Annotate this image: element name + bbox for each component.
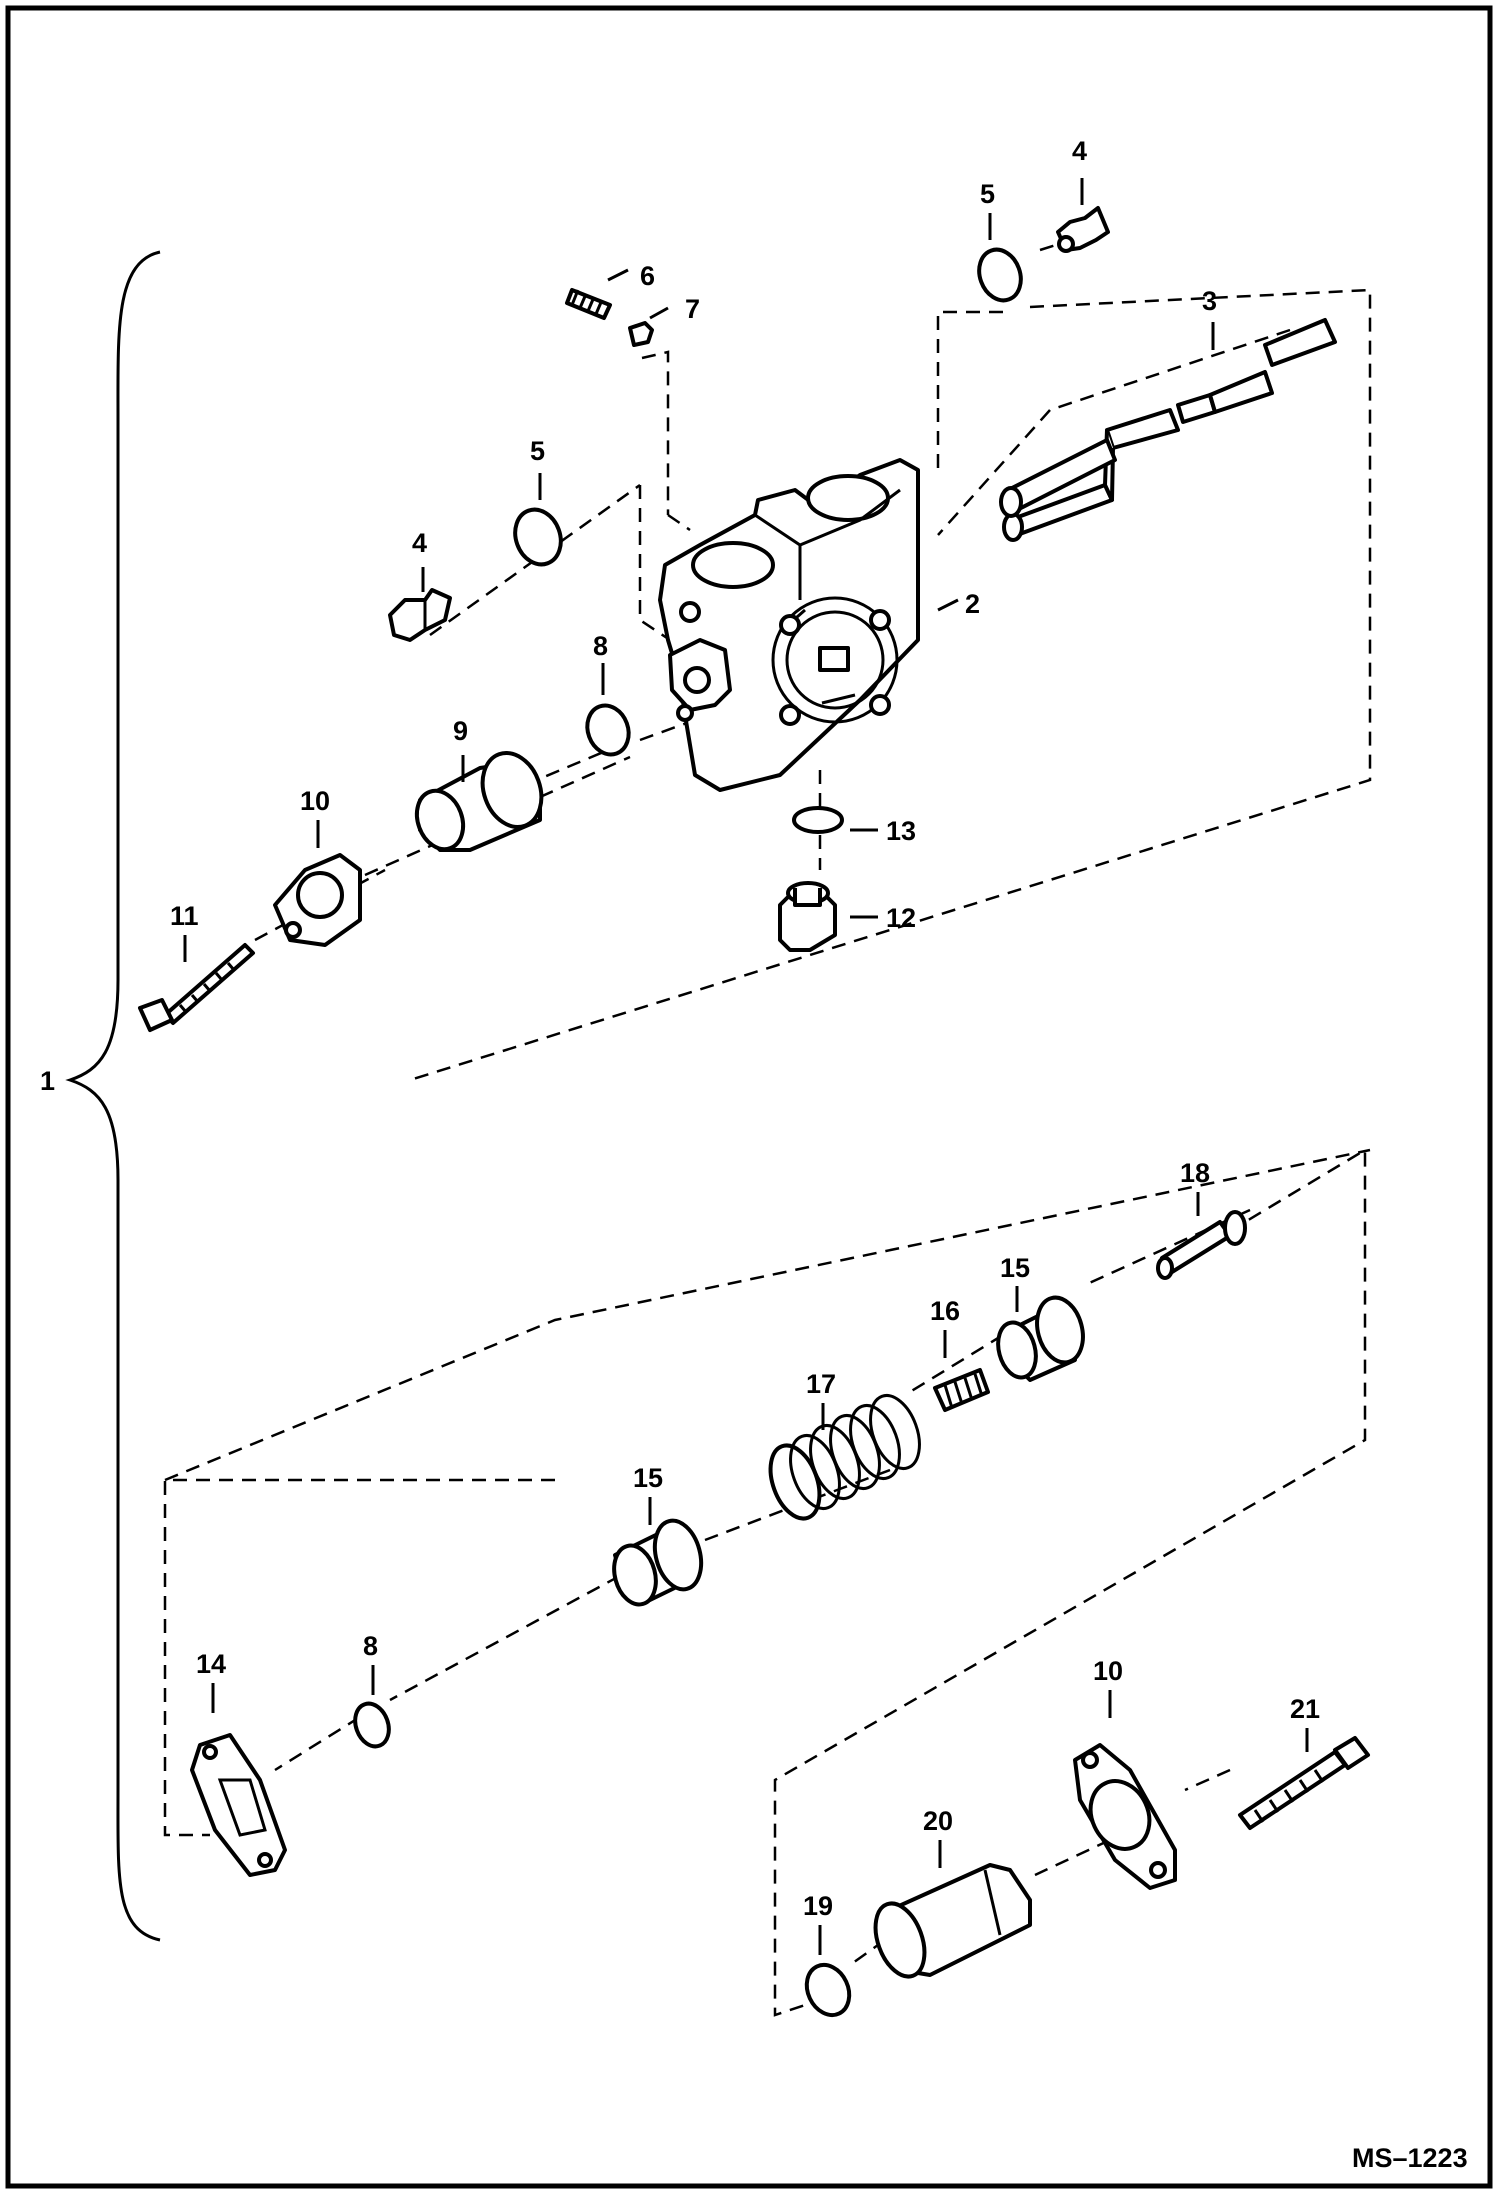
valve-body-part-2 [658,458,920,792]
pin-part-18 [1156,1210,1247,1280]
callout-numbers: 4 5 6 7 3 5 4 2 8 9 10 13 11 12 1 18 15 … [40,136,1320,1921]
spring-part-17 [768,1394,921,1521]
callout-14: 14 [196,1649,226,1679]
callout-6: 6 [640,261,655,291]
callout-17: 17 [806,1369,836,1399]
diagram-border [5,5,1493,2189]
bolt-part-11 [138,943,255,1032]
flange-part-10-upper [273,853,362,947]
callout-1: 1 [40,1066,55,1096]
bushing-part-15-upper [996,1295,1085,1382]
cap-part-9 [414,751,544,852]
callout-7: 7 [685,294,700,324]
callout-10-lower: 10 [1093,1656,1123,1686]
bolt-part-21 [1238,1736,1370,1830]
plug-part-12 [778,881,837,952]
o-ring-part-19 [804,1962,852,2018]
diagram-reference-code: MS–1223 [1352,2143,1468,2173]
callout-11: 11 [170,901,199,931]
callout-4-left: 4 [412,528,427,558]
spool-part-3 [999,318,1337,542]
spring-part-16 [933,1368,990,1412]
o-ring-part-5-top [977,247,1023,303]
callout-3: 3 [1202,286,1217,316]
o-ring-part-8-upper [585,703,631,757]
callout-12: 12 [886,903,916,933]
callout-16: 16 [930,1296,960,1326]
callout-21: 21 [1290,1694,1320,1724]
poppet-part-7 [628,321,654,347]
callout-2: 2 [965,589,980,619]
callout-5-left: 5 [530,436,545,466]
plug-part-4-left [388,588,452,642]
gasket-part-14 [190,1733,287,1877]
flange-part-10-lower [1073,1743,1177,1890]
sleeve-part-20 [873,1863,1032,1979]
callout-15-lower: 15 [633,1463,663,1493]
assembly-brace [65,250,161,1942]
callout-15-upper: 15 [1000,1253,1030,1283]
callout-5-top: 5 [980,179,995,209]
callout-10-upper: 10 [300,786,330,816]
plug-part-4-top [1056,206,1110,253]
callout-18: 18 [1180,1158,1210,1188]
callout-20: 20 [923,1806,953,1836]
callout-8-upper: 8 [593,631,608,661]
bushing-part-15-lower [612,1518,704,1607]
o-ring-part-8-lower [353,1701,391,1749]
lower-dashed-guides [163,1147,1371,2017]
callout-9: 9 [453,716,468,746]
callout-19: 19 [803,1891,833,1921]
callout-4-top: 4 [1072,136,1087,166]
spring-part-6 [565,288,612,320]
callout-13: 13 [886,816,916,846]
callout-8-lower: 8 [363,1631,378,1661]
leader-lines [183,178,1309,1955]
o-ring-part-13 [792,806,844,834]
o-ring-part-5-left [513,507,563,567]
